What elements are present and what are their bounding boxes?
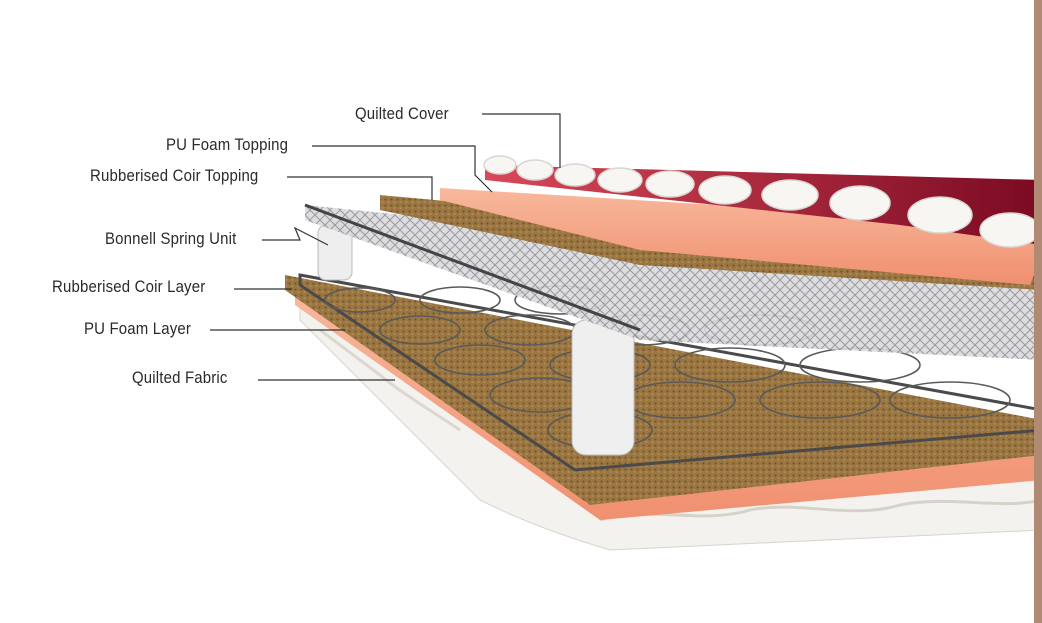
label-pu-foam-layer: PU Foam Layer [84, 319, 192, 338]
label-rubberised-coir-layer: Rubberised Coir Layer [52, 277, 206, 296]
bonnell-spring-unit [298, 224, 1042, 472]
label-quilted-fabric: Quilted Fabric [132, 368, 228, 387]
label-bonnell-spring-unit: Bonnell Spring Unit [105, 229, 237, 248]
side-accent-rule [1034, 0, 1042, 623]
quilted-cover [483, 155, 1042, 248]
label-pu-foam-topping: PU Foam Topping [166, 135, 289, 154]
spring-sleeves [317, 224, 635, 456]
leader-lines [210, 113, 561, 381]
quilt-puffs [483, 155, 1041, 248]
leader-bonnell-spring-unit [262, 226, 329, 246]
label-quilted-cover: Quilted Cover [355, 104, 449, 123]
leader-quilted-cover [482, 113, 561, 168]
leader-rubberised-coir-topping [287, 176, 433, 200]
label-rubberised-coir-topping: Rubberised Coir Topping [90, 166, 259, 185]
pu-foam-topping [440, 188, 1042, 285]
mesh-insulator [304, 203, 1042, 360]
leader-pu-foam-topping [312, 145, 493, 193]
